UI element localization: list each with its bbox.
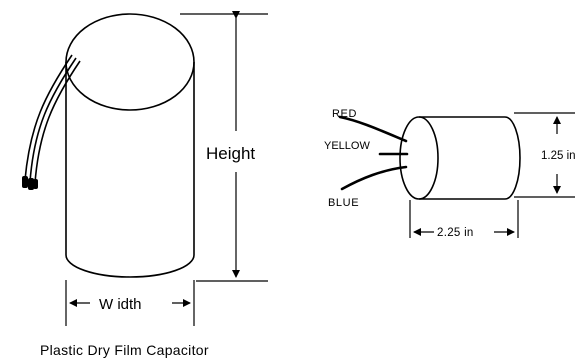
right-wires [338, 115, 409, 191]
diameter-dimension [514, 112, 575, 198]
wire-label-red: RED [332, 108, 357, 120]
left-capacitor [65, 13, 195, 278]
height-dimension [180, 11, 268, 282]
blue-wire [340, 165, 408, 191]
length-dimension [409, 200, 519, 238]
caption: Plastic Dry Film Capacitor [40, 342, 209, 358]
diameter-label: 1.25 in [541, 150, 576, 162]
width-dimension [65, 280, 195, 326]
left-wire-ends [22, 176, 38, 190]
left-lead-wires [24, 54, 81, 184]
height-label: Height [206, 144, 255, 163]
width-label: W idth [99, 296, 142, 313]
wire-label-yellow: YELLOW [324, 140, 370, 152]
length-label: 2.25 in [437, 227, 474, 239]
red-wire [338, 115, 408, 143]
right-capacitor [399, 116, 521, 200]
wire-label-blue: BLUE [328, 197, 359, 209]
